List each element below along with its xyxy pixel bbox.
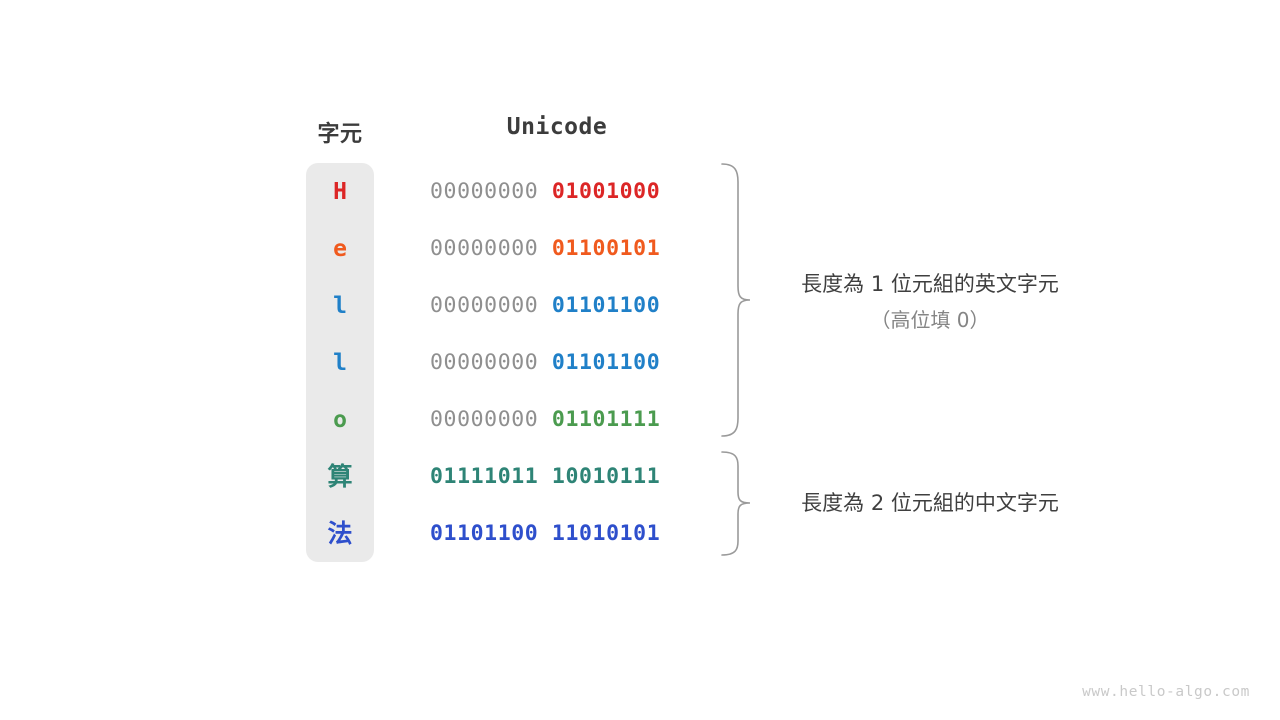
padding-bits: 00000000 [430, 236, 552, 261]
value-bits: 01101100 11010101 [430, 521, 661, 546]
character-glyph: e [333, 236, 347, 262]
brace-two-byte [721, 451, 751, 556]
value-bits: 01111011 10010111 [430, 464, 661, 489]
column-header-unicode: Unicode [506, 114, 608, 140]
brace-one-byte [721, 163, 751, 437]
annotation-one-byte-text: 長度為 1 位元組的英文字元 [801, 272, 1059, 296]
value-bits: 01100101 [551, 236, 661, 261]
table-row: 法 01101100 11010101 [306, 514, 706, 554]
character-glyph: l [333, 293, 347, 319]
annotation-one-byte-note: （高位填 0） [870, 308, 990, 332]
unicode-bits: 00000000 01100101 [430, 229, 692, 269]
value-bits: 01101100 [551, 350, 661, 375]
padding-bits: 00000000 [430, 179, 552, 204]
table-row: l 00000000 01101100 [306, 286, 706, 326]
padding-bits: 00000000 [430, 293, 552, 318]
annotation-two-byte-text: 長度為 2 位元組的中文字元 [801, 491, 1059, 515]
table-row: l 00000000 01101100 [306, 343, 706, 383]
value-bits: 01001000 [551, 179, 661, 204]
padding-bits: 00000000 [430, 350, 552, 375]
table-row: H 00000000 01001000 [306, 172, 706, 212]
unicode-bits: 00000000 01101100 [430, 343, 692, 383]
character-glyph: 算 [327, 462, 353, 491]
character-glyph: H [333, 179, 347, 205]
table-row: o 00000000 01101111 [306, 400, 706, 440]
table-row: 算 01111011 10010111 [306, 457, 706, 497]
value-bits: 01101111 [551, 407, 661, 432]
annotation-two-byte: 長度為 2 位元組的中文字元 [760, 486, 1100, 520]
character-glyph: o [333, 407, 347, 433]
unicode-bits: 01101100 11010101 [430, 514, 692, 554]
column-header-character: 字元 [317, 121, 363, 146]
unicode-bits: 01111011 10010111 [430, 457, 692, 497]
unicode-bits: 00000000 01101100 [430, 286, 692, 326]
annotation-one-byte: 長度為 1 位元組的英文字元 （高位填 0） [760, 266, 1100, 338]
character-glyph: 法 [327, 519, 353, 548]
padding-bits: 00000000 [430, 407, 552, 432]
unicode-bits: 00000000 01001000 [430, 172, 692, 212]
unicode-bits: 00000000 01101111 [430, 400, 692, 440]
watermark: www.hello-algo.com [1082, 684, 1250, 700]
value-bits: 01101100 [551, 293, 661, 318]
character-glyph: l [333, 350, 347, 376]
character-column-background [306, 163, 374, 562]
table-row: e 00000000 01100101 [306, 229, 706, 269]
